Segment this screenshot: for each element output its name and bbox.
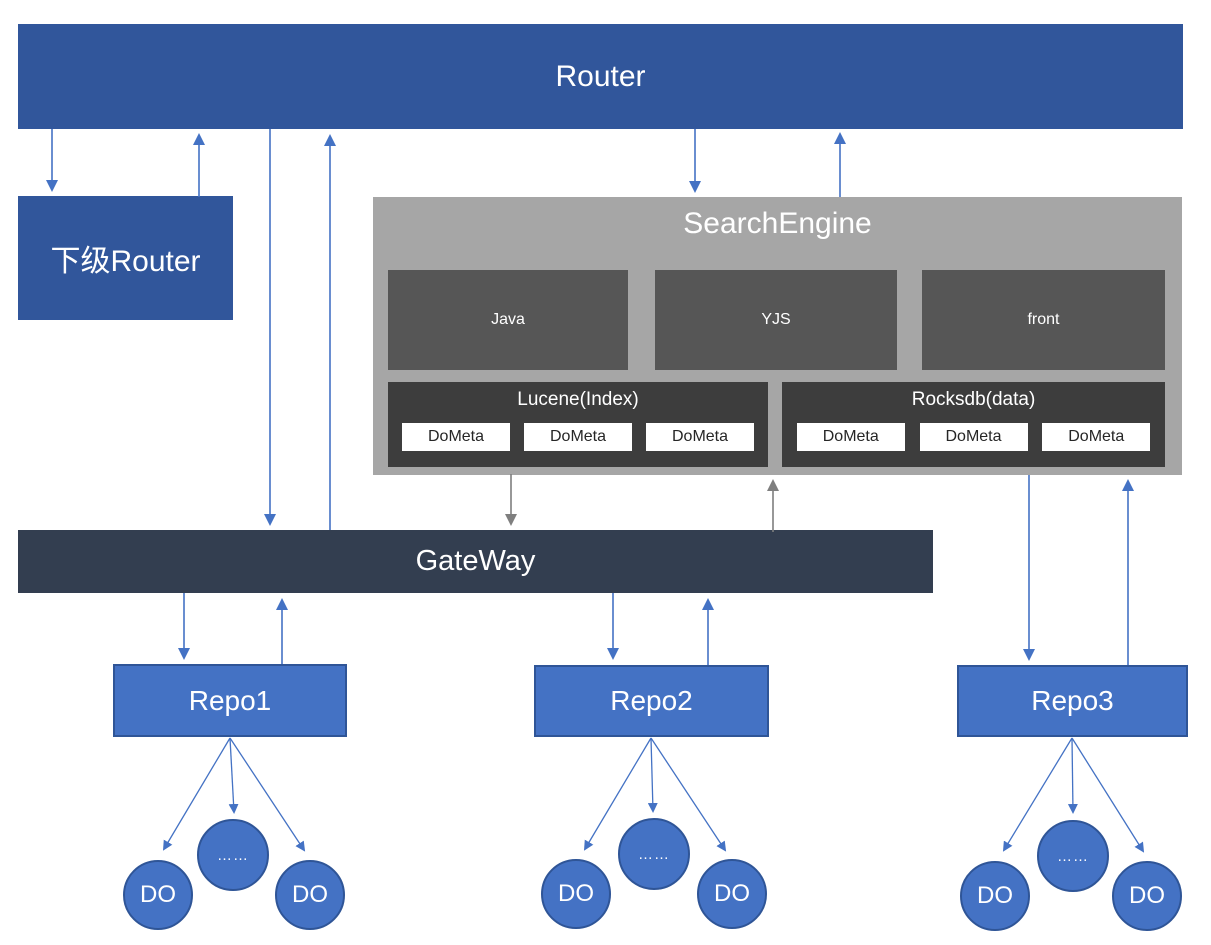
arrow-repo2-to-dots — [647, 737, 658, 813]
dometa-chip: DoMeta — [524, 422, 632, 451]
repo3-dots-circle: …… — [1037, 820, 1109, 892]
store-rocksdb-title: Rocksdb(data) — [911, 389, 1036, 410]
search-engine-box: SearchEngine Java YJS front Lucene(Index… — [373, 197, 1182, 475]
module-java-label: Java — [491, 311, 525, 328]
store-lucene: Lucene(Index) DoMeta DoMeta DoMeta — [388, 382, 768, 467]
store-rocksdb-dometa-row: DoMeta DoMeta DoMeta — [782, 418, 1165, 467]
sub-router-box: 下级Router — [18, 196, 233, 320]
router-box: Router — [18, 24, 1183, 129]
repo1-box: Repo1 — [113, 664, 347, 737]
repo3-do-right-circle: DO — [1112, 861, 1182, 931]
gateway-label: GateWay — [415, 545, 536, 577]
dometa-chip: DoMeta — [402, 422, 510, 451]
repo2-do-right-circle: DO — [697, 859, 767, 929]
search-engine-title: SearchEngine — [683, 207, 872, 240]
repo3-label: Repo3 — [1031, 685, 1114, 716]
store-rocksdb: Rocksdb(data) DoMeta DoMeta DoMeta — [782, 382, 1165, 467]
arrow-repo3-to-dots — [1067, 737, 1078, 814]
dometa-chip: DoMeta — [796, 422, 905, 451]
module-yjs-label: YJS — [761, 311, 791, 328]
repo1-label: Repo1 — [188, 684, 272, 716]
gateway-box: GateWay — [18, 530, 933, 593]
store-lucene-dometa-row: DoMeta DoMeta DoMeta — [388, 418, 768, 467]
repo2-do-left-circle: DO — [541, 859, 611, 929]
dometa-chip: DoMeta — [919, 422, 1028, 451]
module-yjs: YJS — [655, 270, 897, 370]
module-front-label: front — [1027, 311, 1060, 328]
router-label: Router — [555, 59, 646, 93]
repo3-do-left-circle: DO — [960, 861, 1030, 931]
repo1-do-left-circle: DO — [123, 860, 193, 930]
repo2-label: Repo2 — [610, 685, 693, 716]
dometa-chip: DoMeta — [1042, 422, 1151, 451]
repo1-do-right-circle: DO — [275, 860, 345, 930]
repo2-box: Repo2 — [534, 665, 769, 737]
repo3-box: Repo3 — [957, 665, 1188, 737]
repo1-dots-circle: …… — [197, 819, 269, 891]
dometa-chip: DoMeta — [646, 422, 754, 451]
sub-router-label: 下级Router — [50, 245, 201, 278]
store-lucene-title: Lucene(Index) — [517, 389, 639, 410]
module-java: Java — [388, 270, 628, 370]
repo2-dots-circle: …… — [618, 818, 690, 890]
arrow-repo1-to-dots — [228, 737, 239, 814]
module-front: front — [922, 270, 1165, 370]
